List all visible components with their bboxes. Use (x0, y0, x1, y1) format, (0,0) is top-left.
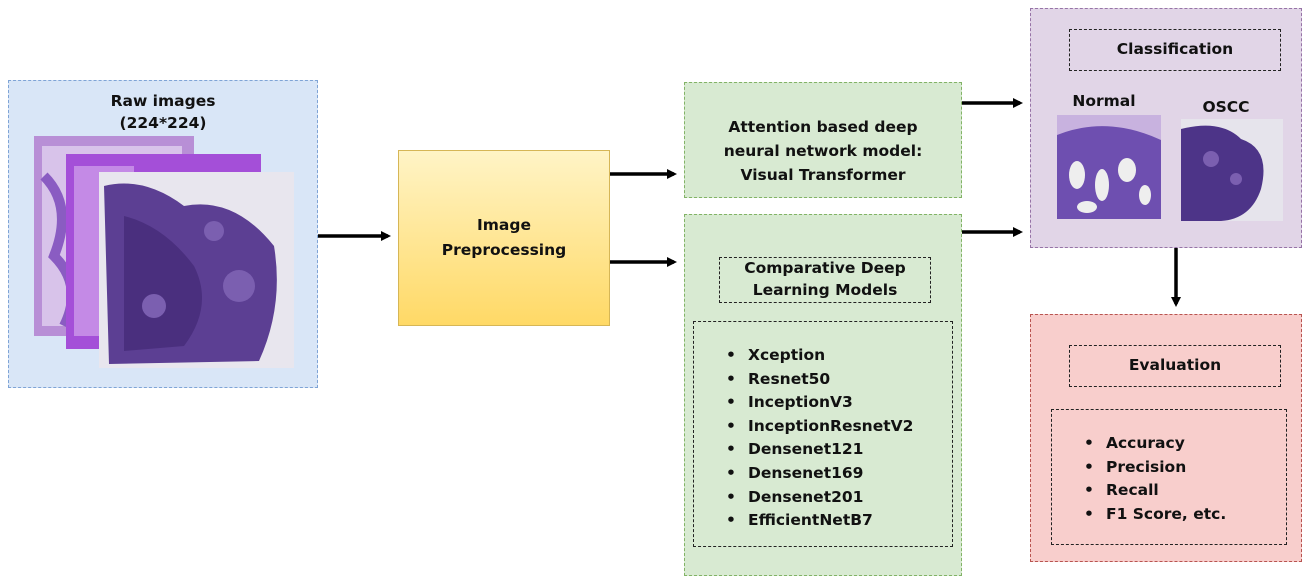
preprocessing-line2: Preprocessing (441, 241, 567, 259)
comparative-title-line1: Comparative Deep (744, 259, 906, 277)
model-item: Densenet169 (714, 462, 913, 486)
evaluation-title-frame: Evaluation (1069, 345, 1281, 387)
metrics-frame: Accuracy Precision Recall F1 Score, etc. (1051, 409, 1287, 545)
metric-item: Accuracy (1072, 432, 1226, 456)
oscc-label: OSCC (1202, 98, 1250, 116)
model-item: Resnet50 (714, 368, 913, 392)
metrics-list: Accuracy Precision Recall F1 Score, etc. (1072, 432, 1226, 526)
comparative-title-line2: Learning Models (752, 281, 898, 299)
attention-line2: neural network model: (723, 142, 923, 160)
normal-tissue-image (1057, 115, 1161, 219)
raw-images-panel: Raw images (224*224) (8, 80, 318, 388)
normal-label: Normal (1072, 92, 1136, 110)
model-item: Densenet121 (714, 438, 913, 462)
raw-images-title: Raw images (110, 92, 216, 110)
classification-title-frame: Classification (1069, 29, 1281, 71)
visual-transformer-box: Attention based deep neural network mode… (684, 82, 962, 198)
model-list: Xception Resnet50 InceptionV3 InceptionR… (714, 344, 913, 533)
model-item: InceptionResnetV2 (714, 415, 913, 439)
attention-line3: Visual Transformer (740, 166, 906, 184)
raw-histology-image-stack (34, 136, 294, 368)
model-item: InceptionV3 (714, 391, 913, 415)
image-preprocessing-box: Image Preprocessing (398, 150, 610, 326)
metric-item: Recall (1072, 479, 1226, 503)
model-list-frame: Xception Resnet50 InceptionV3 InceptionR… (693, 321, 953, 547)
evaluation-box: Evaluation Accuracy Precision Recall F1 … (1030, 314, 1302, 562)
classification-box: Classification Normal OSCC (1030, 8, 1302, 248)
oscc-tissue-image (1181, 119, 1283, 221)
classification-title: Classification (1116, 40, 1234, 58)
comparative-models-box: Comparative Deep Learning Models Xceptio… (684, 214, 962, 576)
comparative-title-frame: Comparative Deep Learning Models (719, 257, 931, 303)
metric-item: F1 Score, etc. (1072, 503, 1226, 527)
raw-images-size: (224*224) (119, 114, 207, 132)
preprocessing-line1: Image (477, 216, 531, 234)
attention-line1: Attention based deep (728, 118, 918, 136)
model-item: EfficientNetB7 (714, 509, 913, 533)
model-item: Densenet201 (714, 486, 913, 510)
model-item: Xception (714, 344, 913, 368)
evaluation-title: Evaluation (1128, 356, 1222, 374)
metric-item: Precision (1072, 456, 1226, 480)
